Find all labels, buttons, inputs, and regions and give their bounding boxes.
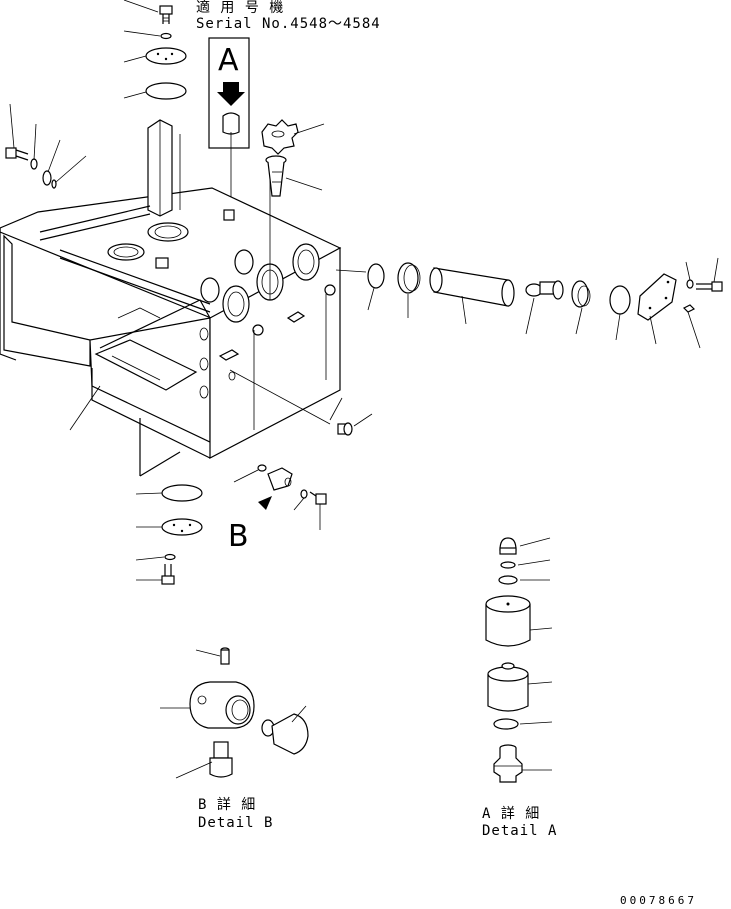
detail-a-valve xyxy=(493,744,523,783)
top-bolt xyxy=(159,5,173,24)
detail-b-title-en: Detail B xyxy=(198,815,274,831)
filler-cap xyxy=(261,119,299,155)
detail-a-element-lower xyxy=(487,662,529,712)
detail-a-element-upper xyxy=(485,595,531,647)
bottom-washer xyxy=(164,553,176,561)
view-a-callout-letter: A xyxy=(218,43,239,78)
relief-valve xyxy=(525,280,564,300)
view-b-callout-letter: B xyxy=(228,519,249,554)
drain-plug xyxy=(337,422,353,436)
snap-ring-1 xyxy=(397,262,421,294)
top-cover-plate xyxy=(145,47,187,65)
filter-element xyxy=(429,267,515,307)
top-washer xyxy=(160,32,172,40)
side-cover xyxy=(637,273,677,321)
b-bolt-small xyxy=(309,491,327,505)
drawing-number: 00078667 xyxy=(620,894,697,907)
detail-b-fitting xyxy=(209,741,233,778)
transmission-case xyxy=(0,119,342,459)
serial-number-range: Serial No.4548～4584 xyxy=(196,16,381,32)
view-a-callout-box xyxy=(208,37,250,149)
detail-a-cap xyxy=(499,537,517,555)
b-valve-body-small xyxy=(267,467,293,491)
side-gasket-2 xyxy=(609,285,631,315)
spring xyxy=(571,280,591,308)
view-b-arrow xyxy=(252,496,272,516)
detail-b-valve-body xyxy=(189,681,255,729)
bottom-bolt xyxy=(161,564,175,585)
serial-applicability-title: 適 用 号 機 xyxy=(196,0,285,16)
left-side-bolt xyxy=(5,147,29,161)
side-gasket-1 xyxy=(367,263,385,289)
filler-strainer xyxy=(265,155,287,197)
detail-a-title-jp: A 詳 細 xyxy=(482,806,541,822)
detail-b-title-jp: B 詳 細 xyxy=(198,797,257,813)
detail-a-o-ring xyxy=(493,718,519,730)
view-a-arrow xyxy=(217,82,245,106)
bottom-cover-plate xyxy=(161,518,203,536)
side-cover-bolt xyxy=(696,281,723,292)
bottom-gasket xyxy=(161,484,203,502)
top-gasket xyxy=(145,82,187,100)
detail-b-pin xyxy=(220,647,230,665)
detail-a-washer-2 xyxy=(498,575,518,585)
detail-a-washer-1 xyxy=(500,561,516,569)
detail-b-plug xyxy=(261,713,309,755)
detail-a-title-en: Detail A xyxy=(482,823,558,839)
